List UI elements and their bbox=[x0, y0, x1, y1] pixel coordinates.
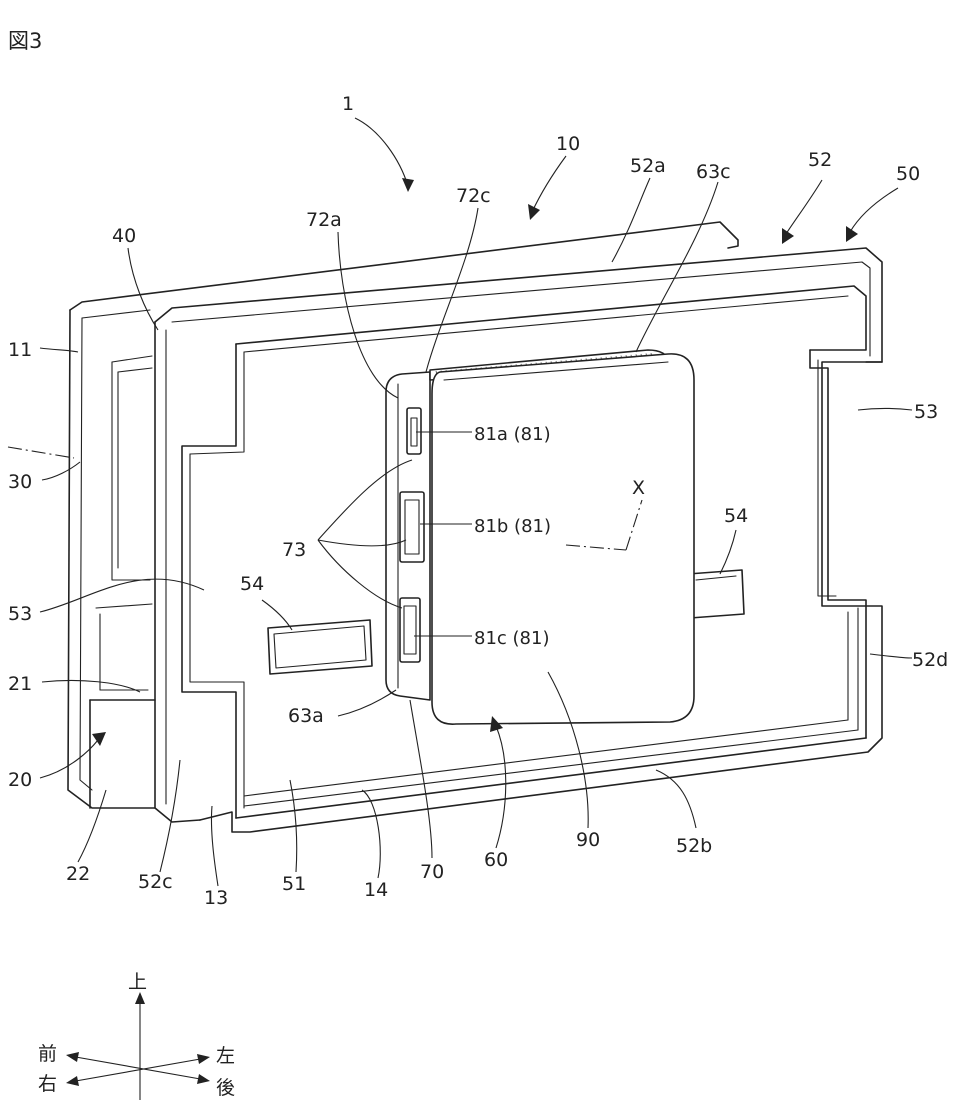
label-81c: 81c (81) bbox=[474, 628, 549, 649]
axis-x bbox=[565, 499, 643, 551]
label-53-left: 53 bbox=[8, 603, 32, 625]
label-22: 22 bbox=[66, 863, 90, 885]
label-70: 70 bbox=[420, 861, 444, 883]
label-63a: 63a bbox=[288, 705, 324, 727]
slot-54-right bbox=[687, 569, 745, 619]
label-51: 51 bbox=[282, 873, 306, 895]
port-81b bbox=[399, 491, 425, 563]
label-72c: 72c bbox=[456, 185, 491, 207]
dir-left: 左 bbox=[216, 1045, 235, 1067]
label-50: 50 bbox=[896, 163, 920, 185]
label-x: X bbox=[632, 477, 645, 499]
direction-indicator: 上 前 右 左 後 bbox=[38, 971, 235, 1100]
label-13: 13 bbox=[204, 887, 228, 909]
label-52: 52 bbox=[808, 149, 832, 171]
label-10: 10 bbox=[556, 133, 580, 155]
leader-lines bbox=[39, 117, 913, 887]
module-60 bbox=[385, 349, 695, 725]
label-90: 90 bbox=[576, 829, 600, 851]
label-54-right: 54 bbox=[724, 505, 748, 527]
label-72a: 72a bbox=[306, 209, 342, 231]
label-53-right: 53 bbox=[914, 401, 938, 423]
front-frame-50 bbox=[154, 247, 883, 833]
label-30: 30 bbox=[8, 471, 32, 493]
housing-10 bbox=[67, 221, 739, 809]
dir-right: 右 bbox=[38, 1073, 57, 1095]
label-52b: 52b bbox=[676, 835, 712, 857]
label-63c: 63c bbox=[696, 161, 731, 183]
label-14: 14 bbox=[364, 879, 388, 901]
dir-up: 上 bbox=[128, 971, 147, 993]
label-21: 21 bbox=[8, 673, 32, 695]
label-1: 1 bbox=[342, 93, 354, 115]
figure-title: 図3 bbox=[8, 29, 42, 53]
axis-30 bbox=[7, 446, 75, 459]
label-52d: 52d bbox=[912, 649, 948, 671]
label-52c: 52c bbox=[138, 871, 173, 893]
label-20: 20 bbox=[8, 769, 32, 791]
label-40: 40 bbox=[112, 225, 136, 247]
dir-front: 前 bbox=[38, 1043, 57, 1065]
label-81a: 81a (81) bbox=[474, 424, 551, 445]
label-81b: 81b (81) bbox=[474, 516, 551, 537]
label-73: 73 bbox=[282, 539, 306, 561]
label-52a: 52a bbox=[630, 155, 666, 177]
port-81c bbox=[399, 597, 421, 663]
label-60: 60 bbox=[484, 849, 508, 871]
slot-54-left bbox=[267, 619, 373, 675]
label-54-left: 54 bbox=[240, 573, 264, 595]
reference-labels: 1 10 52a 63c 52 50 72a 72c 40 11 30 53 2… bbox=[8, 93, 948, 909]
dir-rear: 後 bbox=[216, 1077, 235, 1099]
label-11: 11 bbox=[8, 339, 32, 361]
